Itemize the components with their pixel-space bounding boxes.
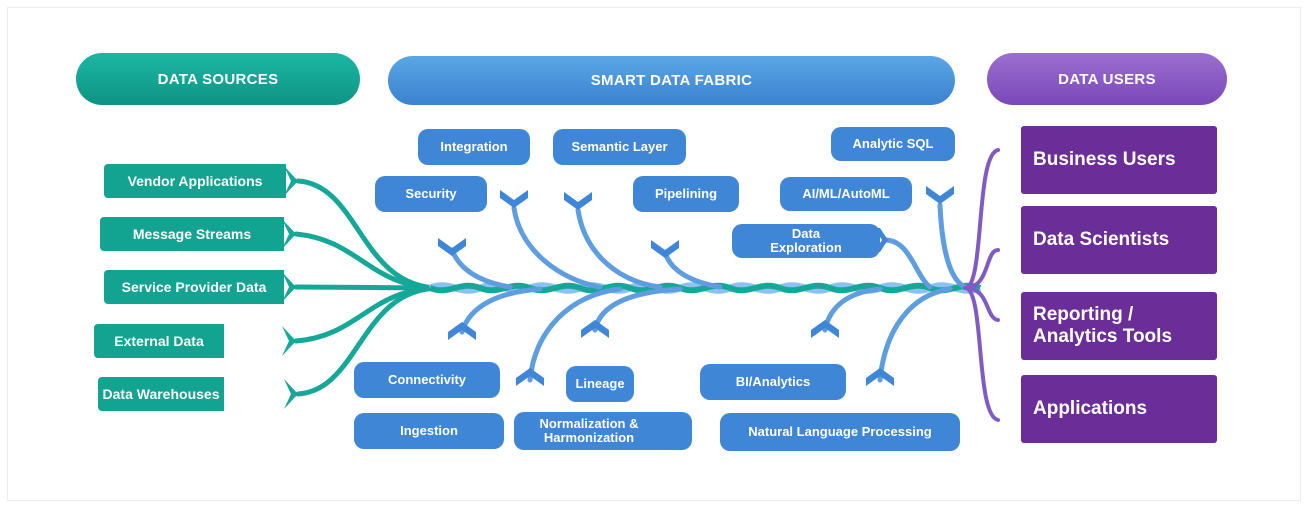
fabric-braid — [428, 282, 982, 294]
capability-security: Security — [375, 176, 487, 212]
capability-ingestion: Ingestion — [354, 413, 504, 449]
source-flow-lines — [293, 178, 443, 397]
capability-connectivity: Connectivity — [354, 362, 500, 398]
user-business-users: Business Users — [1021, 126, 1217, 194]
header-data-sources: DATA SOURCES — [76, 53, 360, 105]
capability-pipelining: Pipelining — [633, 176, 739, 212]
source-vendor-applications: Vendor Applications — [104, 164, 286, 198]
user-applications: Applications — [1021, 375, 1217, 443]
user-flow-lines — [963, 148, 1000, 422]
capability-analytic-sql: Analytic SQL — [831, 127, 955, 161]
capability-ai-ml-automl: AI/ML/AutoML — [780, 177, 912, 211]
bottom-chevrons — [448, 320, 894, 386]
source-chevrons — [282, 166, 298, 409]
header-smart-data-fabric: SMART DATA FABRIC — [388, 56, 955, 105]
top-chevrons — [438, 186, 954, 258]
capability-data-exploration: Data Exploration — [732, 224, 880, 258]
source-service-provider-data: Service Provider Data — [104, 270, 284, 304]
source-data-warehouses: Data Warehouses — [98, 377, 224, 411]
capability-normalization-harmonization: Normalization & Harmonization — [514, 412, 692, 450]
top-branches — [449, 202, 968, 290]
capability-natural-language-processing: Natural Language Processing — [720, 413, 960, 451]
capability-bi-analytics: BI/Analytics — [700, 364, 846, 400]
capability-semantic-layer: Semantic Layer — [553, 129, 686, 165]
user-reporting-analytics-tools: Reporting / Analytics Tools — [1021, 292, 1217, 360]
source-message-streams: Message Streams — [100, 217, 284, 251]
header-data-users: DATA USERS — [987, 53, 1227, 105]
user-data-scientists: Data Scientists — [1021, 206, 1217, 274]
capability-integration: Integration — [418, 129, 530, 165]
capability-lineage: Lineage — [566, 366, 634, 402]
source-external-data: External Data — [94, 324, 224, 358]
